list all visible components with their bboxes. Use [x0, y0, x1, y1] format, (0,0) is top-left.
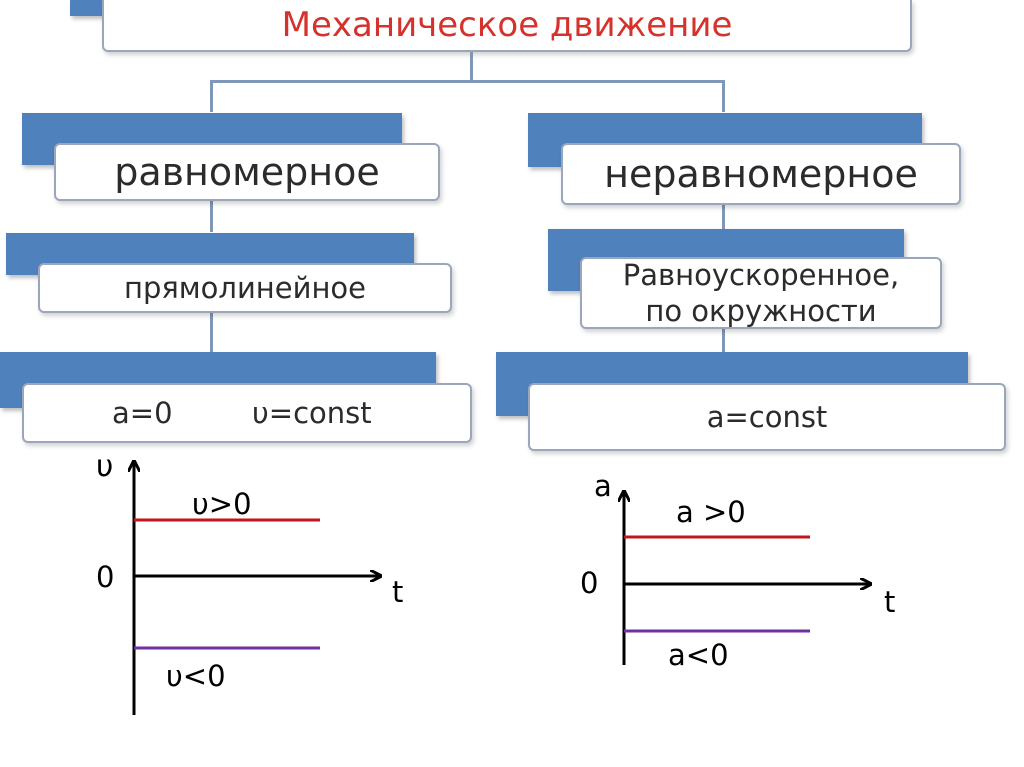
- accelerated-line1: Равноускоренное,: [622, 258, 900, 292]
- uniform-box: равномерное: [54, 143, 440, 201]
- accel-formula-box: a=const: [528, 383, 1006, 451]
- accelerated-box: Равноускоренное, по окружности: [580, 257, 942, 329]
- acceleration-origin-label: 0: [580, 566, 598, 600]
- connector-right-down: [722, 80, 725, 112]
- accelerated-line2: по окружности: [645, 294, 877, 328]
- formula-a-zero: a=0: [112, 396, 173, 430]
- nonuniform-box: неравномерное: [561, 143, 961, 205]
- acceleration-x-label: t: [884, 585, 895, 619]
- velocity-positive-label: υ>0: [192, 487, 252, 521]
- connector-horizontal: [210, 80, 725, 83]
- velocity-y-label: υ: [96, 449, 113, 484]
- connector-title-down: [470, 52, 473, 82]
- acceleration-graph: a a >0 0 t a<0: [580, 469, 895, 672]
- acceleration-positive-label: a >0: [676, 495, 746, 529]
- velocity-negative-label: υ<0: [166, 659, 226, 693]
- connector-left-mid: [210, 200, 213, 232]
- linear-box: прямолинейное: [38, 263, 452, 313]
- uniform-formula-box: a=0 υ=const: [22, 383, 472, 443]
- acceleration-negative-label: a<0: [668, 638, 729, 672]
- velocity-origin-label: 0: [96, 560, 114, 594]
- connector-left-low: [210, 312, 213, 352]
- velocity-x-label: t: [392, 575, 403, 609]
- velocity-graph: υ υ>0 0 t υ<0: [96, 449, 403, 715]
- connector-right-mid: [722, 205, 725, 229]
- acceleration-y-label: a: [594, 469, 612, 503]
- connector-right-low: [722, 328, 725, 352]
- page-title: Механическое движение: [102, 0, 912, 52]
- connector-left-down: [210, 80, 213, 112]
- formula-v-const: υ=const: [252, 396, 372, 430]
